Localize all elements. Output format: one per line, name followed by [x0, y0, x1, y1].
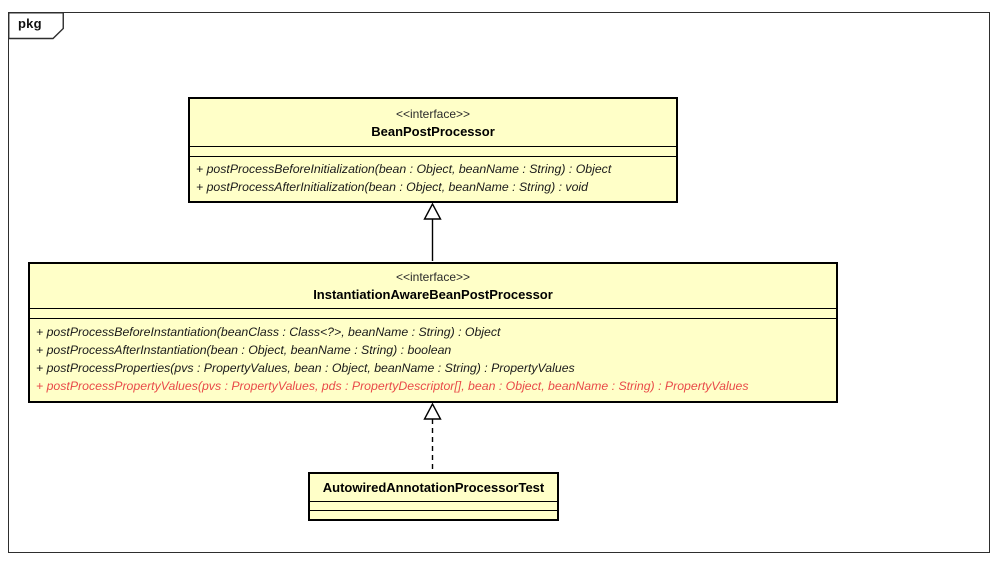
method-row: + postProcessBeforeInstantiation(beanCla…	[36, 325, 501, 339]
package-tab	[8, 12, 64, 40]
attributes-compartment	[310, 501, 557, 511]
methods-compartment	[310, 511, 557, 519]
class-header: <<interface>> InstantiationAwareBeanPost…	[30, 264, 836, 308]
class-box-beanpostprocessor: <<interface>> BeanPostProcessor + postPr…	[188, 97, 678, 203]
package-tab-label: pkg	[18, 16, 42, 31]
method-row: + postProcessAfterInstantiation(bean : O…	[36, 343, 452, 357]
attributes-compartment	[30, 308, 836, 319]
method-row: + postProcessAfterInitialization(bean : …	[196, 180, 588, 194]
class-name: BeanPostProcessor	[371, 124, 495, 139]
class-header: <<interface>> BeanPostProcessor	[190, 99, 676, 146]
attributes-compartment	[190, 146, 676, 157]
class-name: AutowiredAnnotationProcessorTest	[322, 480, 545, 495]
methods-compartment: + postProcessBeforeInstantiation(beanCla…	[30, 319, 836, 399]
method-row: + postProcessBeforeInitialization(bean :…	[196, 162, 612, 176]
method-row: + postProcessProperties(pvs : PropertyVa…	[36, 361, 575, 375]
class-header: AutowiredAnnotationProcessorTest	[310, 474, 557, 501]
stereotype-label: <<interface>>	[395, 270, 471, 284]
stereotype-label: <<interface>>	[395, 107, 471, 121]
class-box-instantiationawarebeanpostprocessor: <<interface>> InstantiationAwareBeanPost…	[28, 262, 838, 403]
methods-compartment: + postProcessBeforeInitialization(bean :…	[190, 157, 676, 199]
class-name: InstantiationAwareBeanPostProcessor	[313, 287, 553, 302]
class-box-autowiredannotationprocessortest: AutowiredAnnotationProcessorTest	[308, 472, 559, 521]
method-row-deprecated: + postProcessPropertyValues(pvs : Proper…	[36, 379, 749, 393]
